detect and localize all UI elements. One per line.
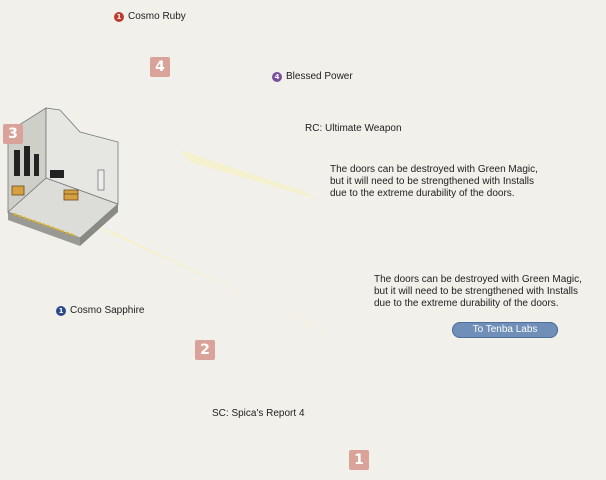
note-line: due to the extreme durability of the doo… [330, 188, 515, 199]
power-badge-icon: 4 [272, 72, 282, 82]
chest-icon [63, 189, 79, 201]
ruby-badge-icon: 1 [114, 12, 124, 22]
lower-door-note: The doors can be destroyed with Green Ma… [374, 274, 582, 310]
route-glow [70, 150, 340, 340]
note-line: but it will need to be strengthened with… [374, 286, 579, 297]
room-3 [7, 107, 119, 246]
exit-to-tenba-labs: To Tenba Labs [452, 322, 558, 338]
note-line: due to the extreme durability of the doo… [374, 298, 559, 309]
cosmo-sapphire-label: Cosmo Sapphire [70, 305, 145, 316]
upper-door-note: The doors can be destroyed with Green Ma… [330, 164, 538, 200]
sapphire-badge-icon: 1 [56, 306, 66, 316]
room-number-3: 3 [3, 124, 23, 144]
room-number-2: 2 [195, 340, 215, 360]
cosmo-ruby-label: Cosmo Ruby [128, 11, 186, 22]
room-number-1: 1 [349, 450, 369, 470]
wreckage [14, 146, 64, 178]
rc-ultimate-weapon-label: RC: Ultimate Weapon [305, 123, 402, 134]
chest-icon [11, 185, 25, 196]
note-line: The doors can be destroyed with Green Ma… [374, 274, 582, 285]
blessed-power-label: Blessed Power [286, 71, 353, 82]
sc-spicas-report-label: SC: Spica's Report 4 [212, 408, 305, 419]
room-number-4: 4 [150, 57, 170, 77]
note-line: The doors can be destroyed with Green Ma… [330, 164, 538, 175]
note-line: but it will need to be strengthened with… [330, 176, 535, 187]
